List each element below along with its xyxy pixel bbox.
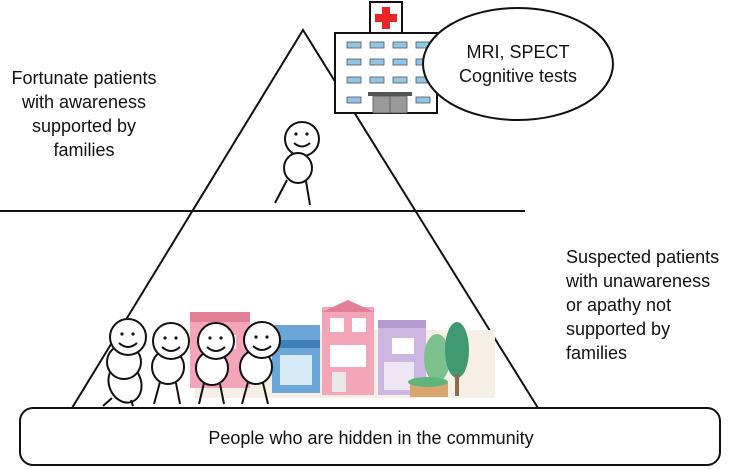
info-bubble (422, 7, 614, 121)
suspected-patients-label: Suspected patients with unawareness or a… (566, 247, 720, 363)
stick-figure-1 (102, 318, 147, 407)
stick-figure-2 (151, 322, 190, 405)
bubble-text: MRI, SPECT Cognitive tests (458, 42, 578, 86)
fortunate-patients-label: Fortunate patients with awareness suppor… (11, 68, 157, 160)
town-street-illustration (190, 300, 495, 398)
stick-figure-3 (195, 322, 235, 405)
community-box-label: People who are hidden in the community (208, 428, 534, 448)
stick-figure-4 (239, 321, 281, 405)
hospital-icon (334, 1, 438, 114)
stick-figure-top (274, 121, 320, 206)
community-box (19, 407, 721, 466)
